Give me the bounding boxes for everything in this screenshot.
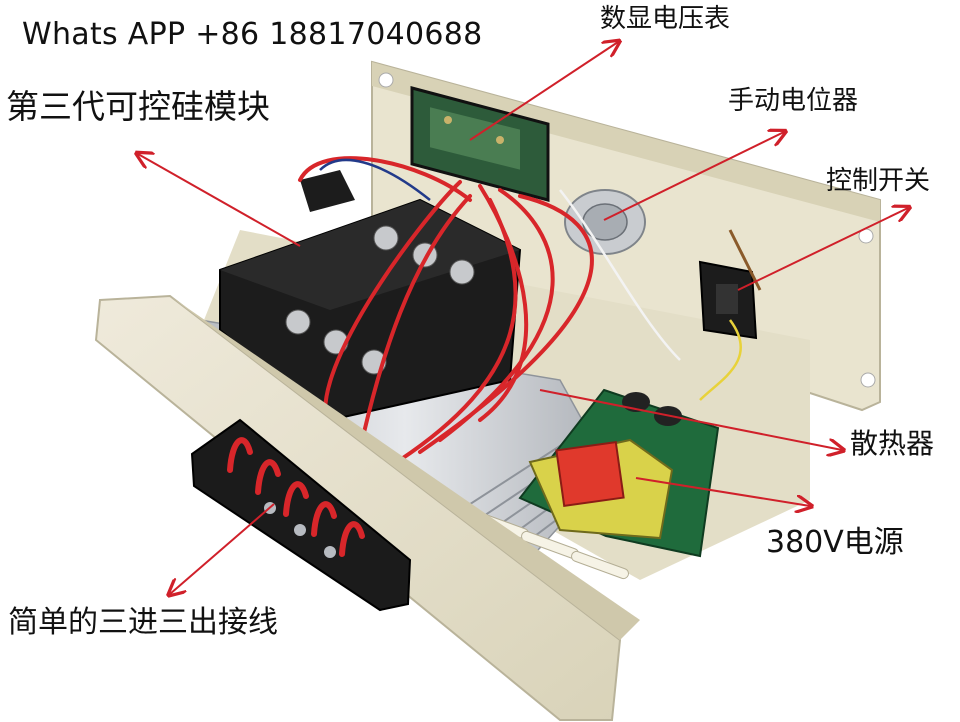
contact-number: Whats APP +86 18817040688 — [22, 17, 483, 52]
arrow-to-heatsink — [539, 389, 842, 450]
arrow-to-thyristor-label — [138, 154, 301, 247]
control-wires — [319, 158, 743, 401]
control-switch — [698, 229, 762, 340]
arrow-to-power-supply — [635, 477, 810, 506]
heatsink-label: 散热器 — [850, 427, 935, 460]
manual-potentiometer-label: 手动电位器 — [728, 86, 859, 116]
digital-voltmeter-label: 数显电压表 — [600, 4, 731, 34]
power-supply-label: 380V电源 — [766, 525, 904, 560]
enclosure-front-panel — [94, 294, 640, 721]
thyristor-module-label: 第三代可控硅模块 — [6, 87, 270, 126]
control-switch-label: 控制开关 — [826, 166, 931, 196]
arrow-to-terminal-label — [170, 503, 275, 594]
power-supply-board — [518, 388, 720, 558]
arrow-to-switch — [737, 208, 908, 291]
terminal-block — [190, 418, 412, 612]
terminal-block-label: 简单的三进三出接线 — [8, 605, 278, 640]
digital-voltmeter — [410, 86, 550, 202]
arrow-to-voltmeter — [469, 42, 618, 141]
callout-arrows — [138, 42, 908, 594]
arrow-to-potentiometer — [603, 132, 784, 221]
wiring — [238, 156, 594, 472]
